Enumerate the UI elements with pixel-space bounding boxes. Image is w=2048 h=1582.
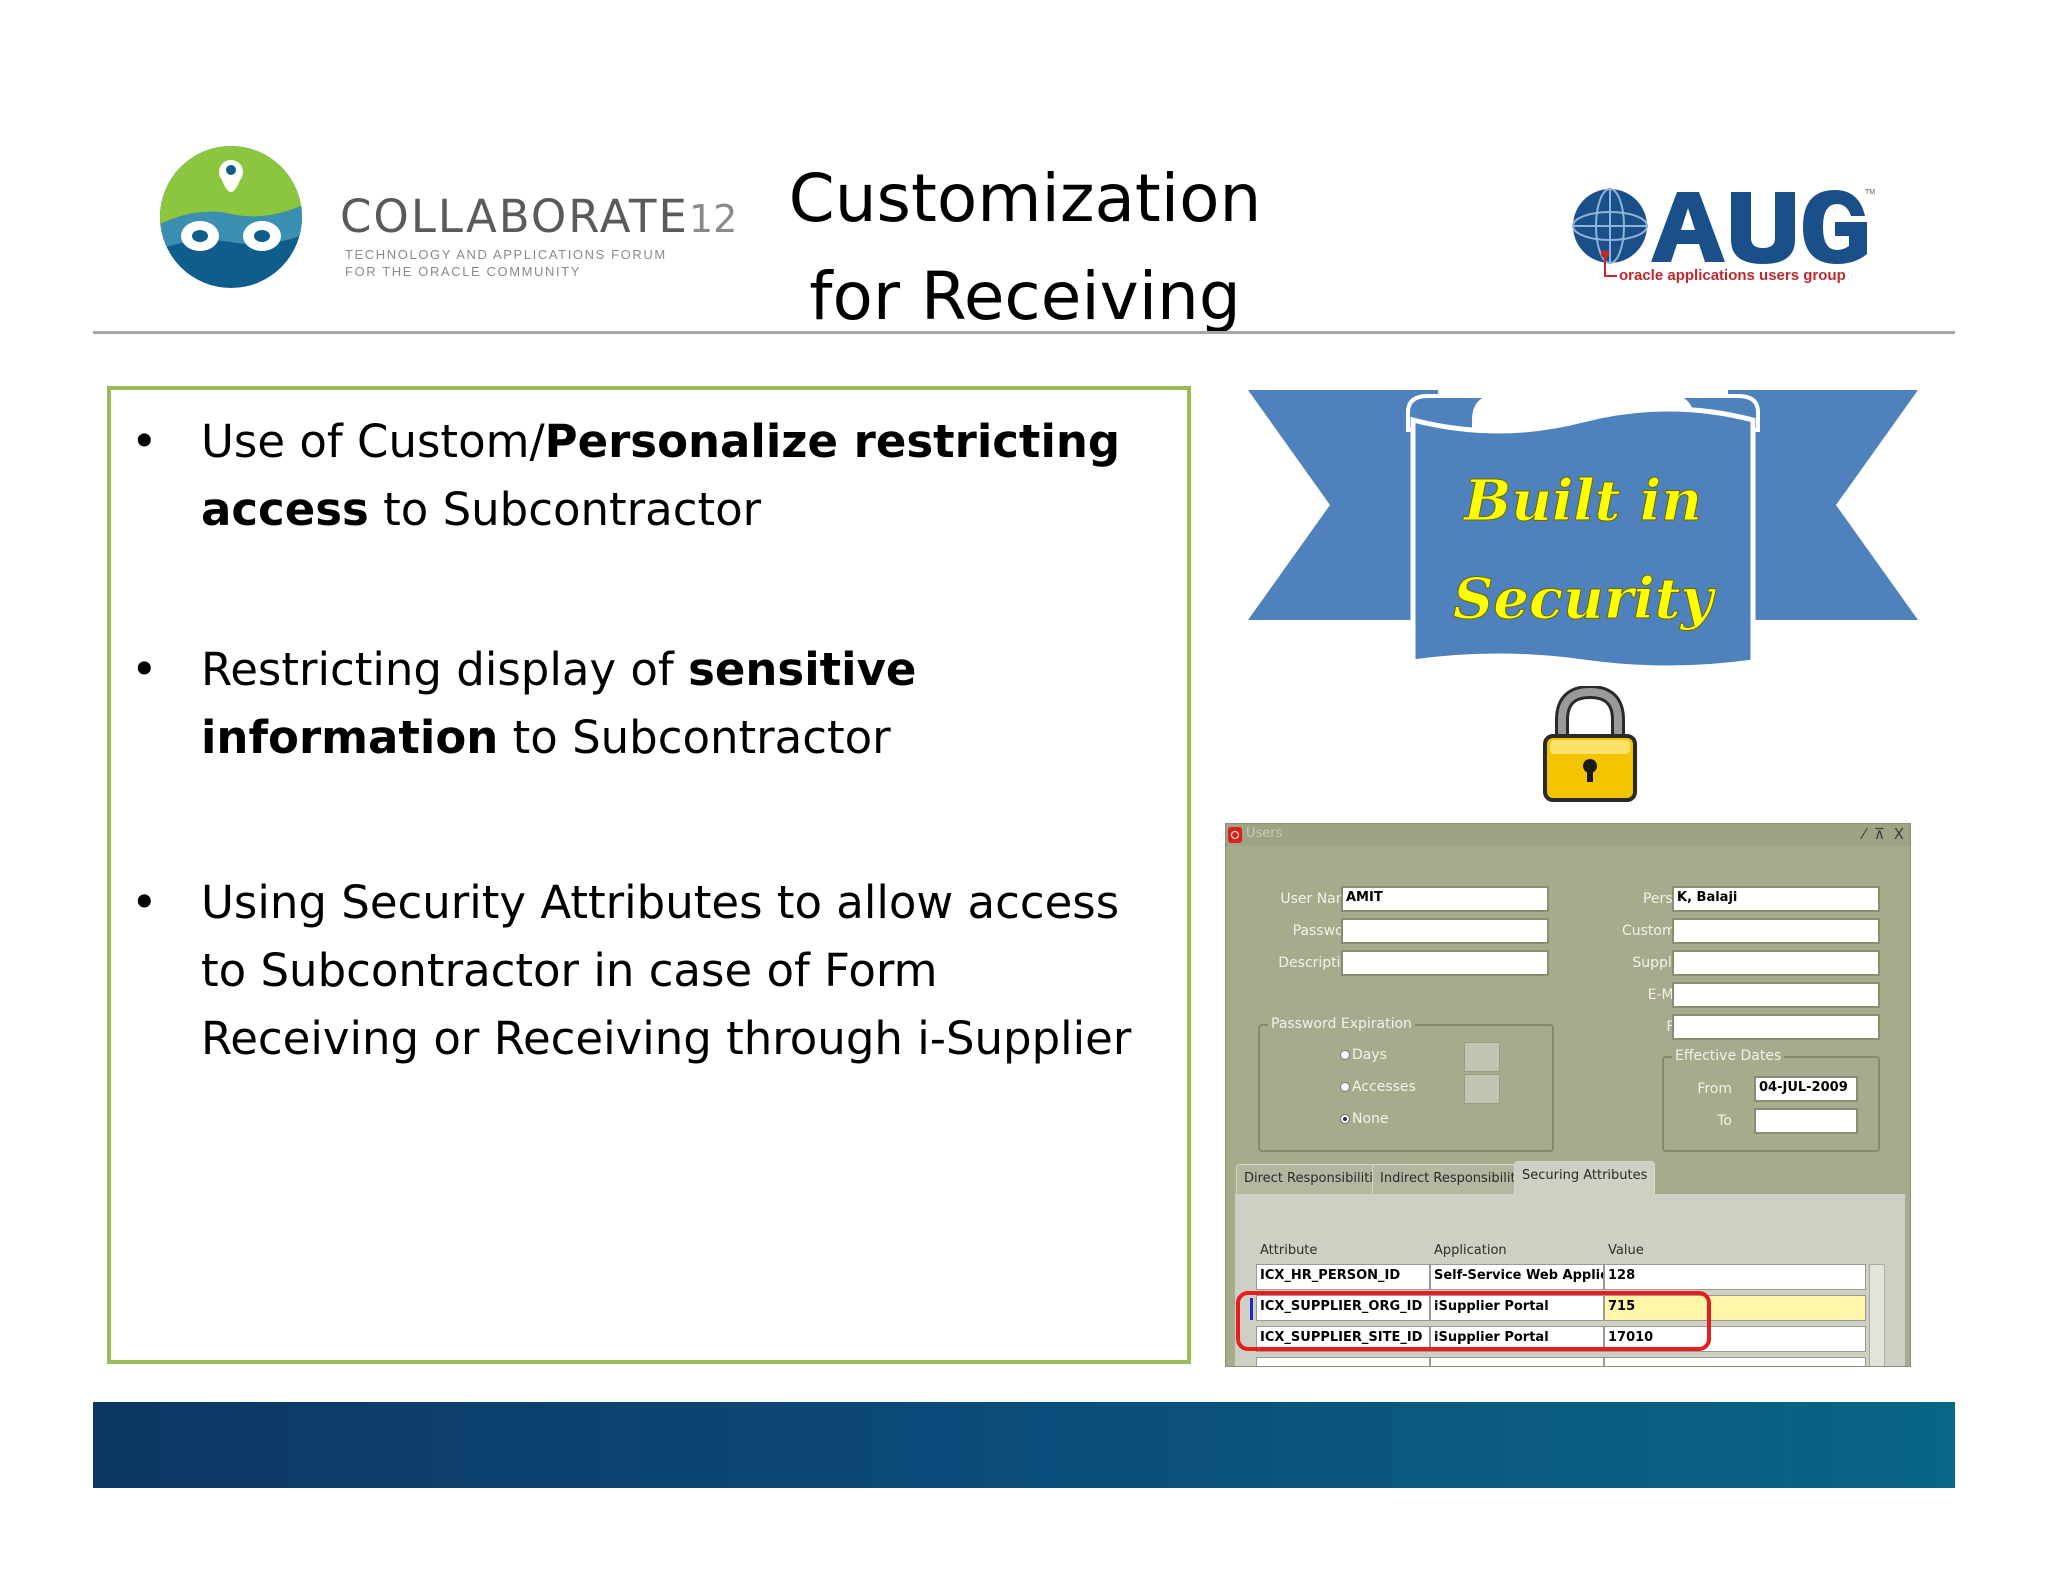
to-date-field[interactable] [1754,1108,1858,1134]
tab-securing-attributes[interactable]: Securing Attributes [1514,1161,1656,1195]
oracle-app-icon [1228,827,1242,843]
collaborate-logo-icon [160,146,302,288]
bullet-item: • Restricting display of sensitive infor… [131,636,1161,772]
bullet-glyph: • [131,415,158,468]
person-field[interactable]: K, Balaji [1672,886,1880,912]
tab-indirect-responsibilities[interactable]: Indirect Responsibilities [1372,1164,1542,1194]
user-name-field[interactable]: AMIT [1341,886,1549,912]
effective-dates-group [1662,1056,1880,1152]
accesses-radio[interactable]: Accesses [1340,1079,1416,1095]
description-field[interactable] [1341,950,1549,976]
fax-field[interactable] [1672,1014,1880,1040]
table-cell-attribute[interactable]: ICX_SUPPLIER_ORG_ID [1256,1295,1430,1321]
to-label: To [1717,1113,1732,1129]
table-cell-empty[interactable] [1256,1357,1430,1366]
header-divider [93,331,1955,334]
table-cell-attribute[interactable]: ICX_HR_PERSON_ID [1256,1264,1430,1290]
from-date-field[interactable]: 04-JUL-2009 [1754,1076,1858,1102]
radio-selected-icon [1340,1114,1350,1124]
bullet-item: • Use of Custom/Personalize restricting … [131,408,1161,544]
days-field[interactable] [1464,1042,1500,1072]
footer-bar [93,1402,1955,1488]
table-cell-empty[interactable] [1604,1357,1866,1366]
window-controls-icon[interactable]: ⁄ ⊼ X [1862,825,1906,843]
accesses-field[interactable] [1464,1074,1500,1104]
form-titlebar [1226,824,1910,846]
form-window-title: Users [1246,826,1283,841]
table-cell-value[interactable]: 715 [1604,1295,1866,1321]
days-radio[interactable]: Days [1340,1047,1387,1063]
supplier-field[interactable] [1672,950,1880,976]
slide-title: Customization for Receiving [788,160,1262,335]
padlock-icon [1543,686,1637,802]
oracle-users-form-screenshot: Users ⁄ ⊼ X User Name AMIT Password Desc… [1225,823,1911,1367]
tab-direct-responsibilities[interactable]: Direct Responsibilities [1236,1164,1396,1194]
svg-text:TM: TM [1865,189,1875,196]
bullet-item: • Using Security Attributes to allow acc… [131,869,1161,1073]
table-cell-empty[interactable] [1430,1357,1604,1366]
effective-dates-label: Effective Dates [1672,1048,1785,1064]
collaborate-tagline: TECHNOLOGY AND APPLICATIONS FORUM FOR TH… [345,247,667,279]
table-scrollbar[interactable] [1869,1264,1885,1366]
column-header-application: Application [1434,1243,1507,1258]
bullet-list-box: • Use of Custom/Personalize restricting … [107,386,1191,1364]
radio-icon [1340,1082,1350,1092]
column-header-attribute: Attribute [1260,1243,1318,1258]
column-header-value: Value [1608,1243,1644,1258]
table-cell-application[interactable]: iSupplier Portal [1430,1295,1604,1321]
user-name-label: User Name [1280,891,1358,907]
email-field[interactable] [1672,982,1880,1008]
collaborate-wordmark: COLLABORATE12 [340,190,738,243]
built-in-security-banner: Built in Security [1248,390,1918,671]
bullet-glyph: • [131,876,158,929]
oaug-logo-icon: oracle applications users group TM [1572,188,1875,284]
current-row-indicator [1250,1298,1253,1320]
none-radio[interactable]: None [1340,1111,1389,1127]
highlight-annotation [1236,1291,1711,1351]
password-expiration-label: Password Expiration [1268,1016,1415,1032]
description-label: Description [1278,955,1358,971]
banner-line1: Built in [1462,468,1702,534]
oaug-tagline: oracle applications users group [1619,267,1846,284]
customer-field[interactable] [1672,918,1880,944]
radio-icon [1340,1050,1350,1060]
bullet-glyph: • [131,643,158,696]
from-label: From [1697,1081,1732,1097]
password-field[interactable] [1341,918,1549,944]
table-cell-value[interactable]: 128 [1604,1264,1866,1290]
banner-line2: Security [1453,566,1717,632]
table-cell-application[interactable]: Self-Service Web Applications [1430,1264,1604,1290]
